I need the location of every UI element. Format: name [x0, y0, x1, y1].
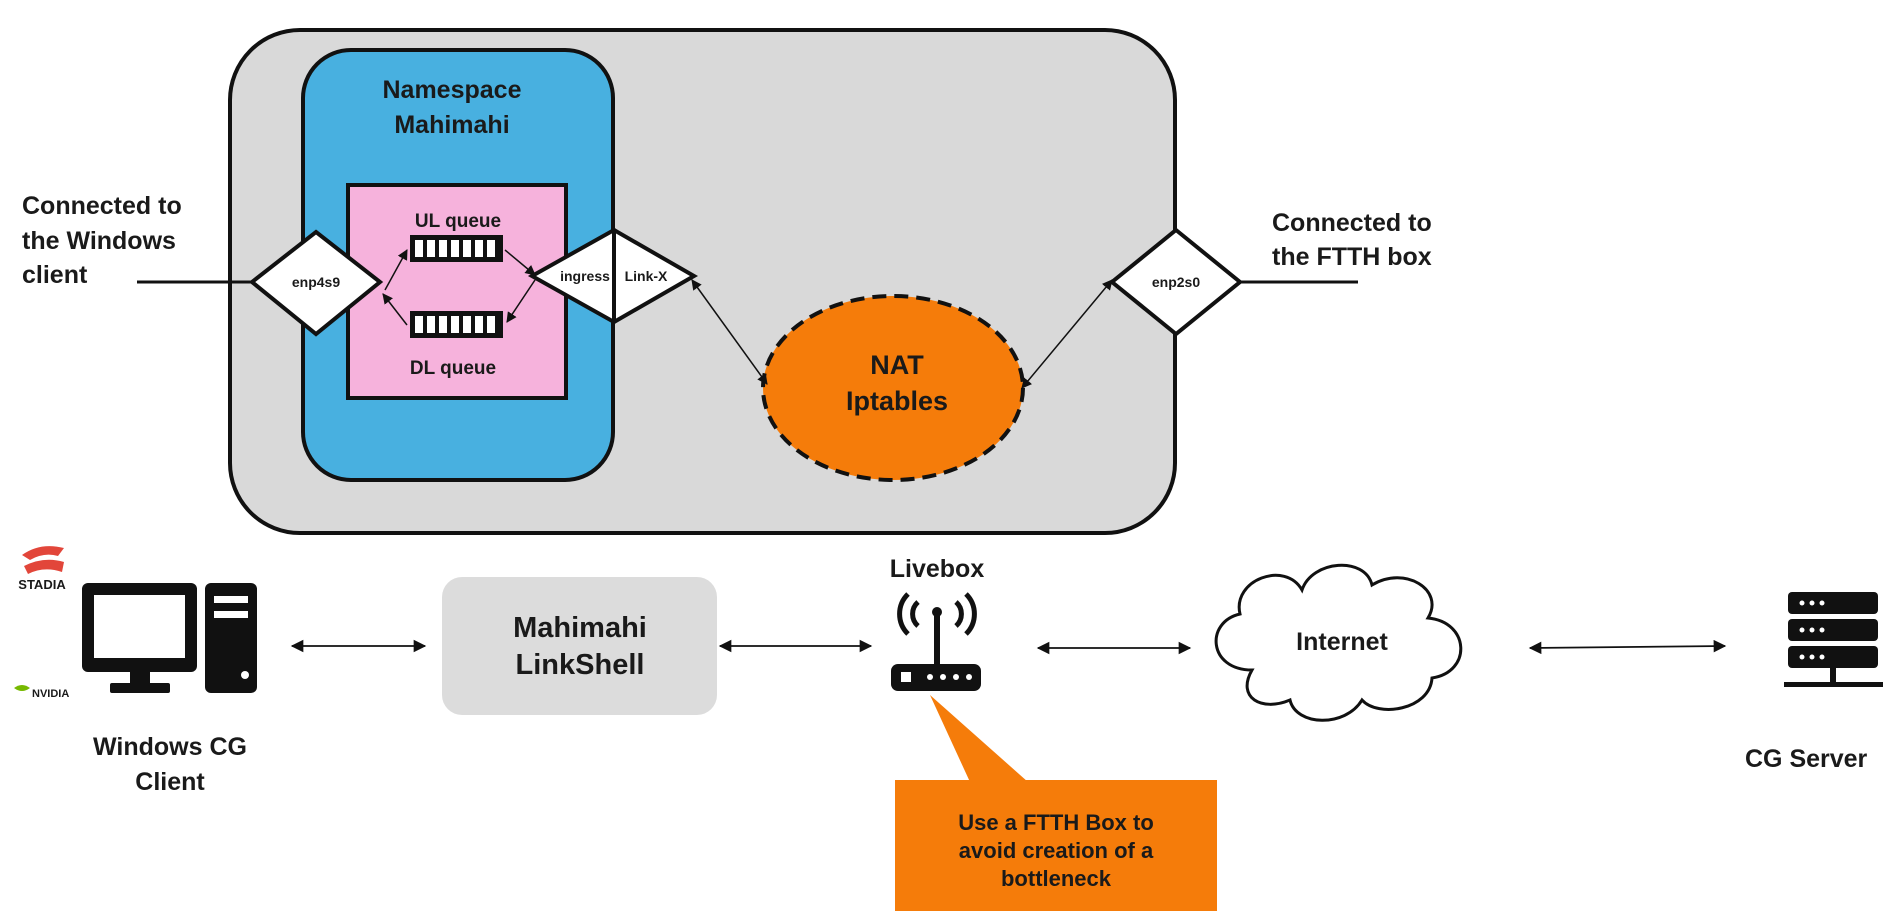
callout-bubble [895, 695, 1217, 911]
dl-in-arrow [506, 279, 536, 323]
nvidia-logo-text: NVIDIA [32, 688, 69, 700]
callout-line1: Use a FTTH Box to [958, 810, 1154, 835]
dl-queue-buffer [410, 311, 503, 338]
stadia-logo-icon: STADIA [18, 546, 66, 592]
server-label: CG Server [1745, 745, 1868, 773]
dl-out-arrow [382, 293, 408, 326]
ul-queue-buffer [410, 235, 503, 262]
interface-link-x [612, 226, 699, 326]
nat-enp2s0-arrow [1021, 279, 1113, 389]
ul-queue-label: UL queue [415, 211, 501, 232]
interface-enp4s9 [248, 229, 384, 337]
nat-label-line2: Iptables [846, 386, 948, 416]
ul-out-arrow [504, 249, 536, 276]
desktop-pc-icon [82, 583, 257, 693]
client-label-line2: Client [135, 768, 205, 796]
interface-enp2s0-label: enp2s0 [1152, 274, 1200, 290]
left-note-line2: the Windows [22, 227, 176, 255]
right-note-line1: Connected to [1272, 209, 1432, 237]
server-rack-icon [1784, 592, 1883, 687]
nat-label-line1: NAT [870, 350, 924, 380]
wifi-router-icon [891, 592, 981, 691]
callout-line2: avoid creation of a [959, 838, 1154, 863]
interface-enp4s9-label: enp4s9 [292, 274, 340, 290]
router-label: Livebox [890, 555, 985, 583]
left-note-line3: client [22, 261, 88, 289]
interface-enp2s0 [1108, 227, 1244, 337]
cloud-icon [1214, 563, 1463, 722]
interface-ingress-label: ingress [560, 268, 610, 284]
internet-server-arrow [1528, 639, 1727, 655]
left-note-line1: Connected to [22, 192, 182, 220]
right-note-line2: the FTTH box [1272, 243, 1432, 271]
dl-queue-label: DL queue [410, 358, 496, 379]
stadia-logo-text: STADIA [18, 577, 66, 592]
namespace-title-line2: Mahimahi [394, 111, 509, 139]
linkshell-box [442, 577, 717, 715]
interface-link-x-label: Link-X [625, 268, 668, 284]
callout-line3: bottleneck [1001, 866, 1112, 891]
namespace-title-line1: Namespace [383, 76, 522, 104]
ul-in-arrow [384, 249, 408, 291]
linkx-nat-arrow [691, 279, 768, 385]
linkshell-label-line1: Mahimahi [513, 612, 647, 644]
client-label-line1: Windows CG [93, 733, 247, 761]
nvidia-logo-icon: NVIDIA [14, 685, 69, 700]
queue-box [346, 183, 568, 400]
internet-label: Internet [1296, 628, 1388, 656]
linkshell-label-line2: LinkShell [516, 649, 645, 681]
